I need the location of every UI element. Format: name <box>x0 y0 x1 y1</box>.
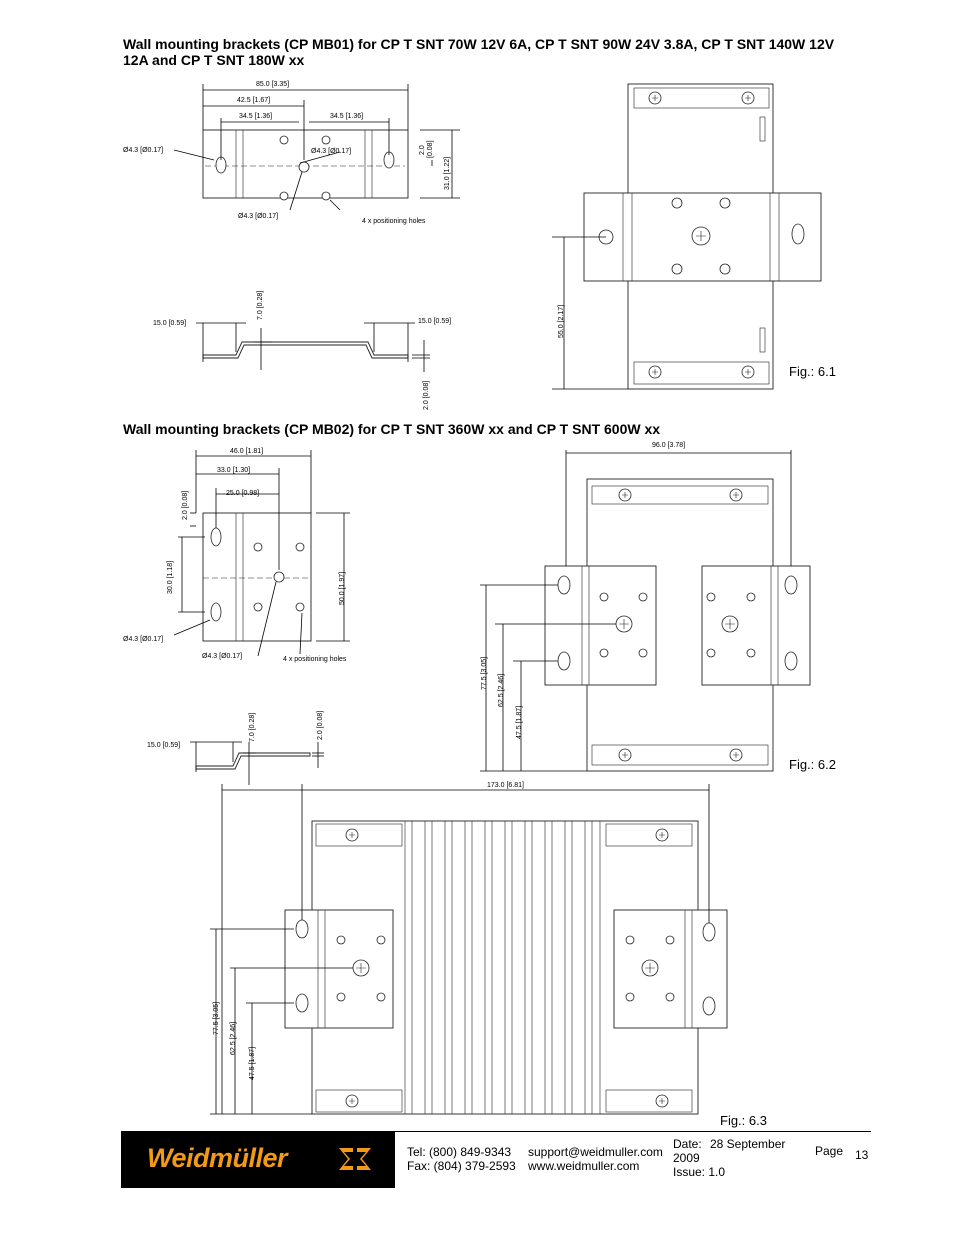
fig61-side-left: 15.0 [0.59] <box>153 320 186 327</box>
section1-title-line1: Wall mounting brackets (CP MB01) for CP … <box>123 36 835 52</box>
fig61-bracket-top-view <box>202 129 409 201</box>
fig62-positioning-holes: 4 x positioning holes <box>283 656 347 663</box>
fig61-dim-overall: 85.0 [3.35] <box>256 81 289 88</box>
fig61-offset: 7.0 [0.28] <box>257 291 264 320</box>
fig62-dim-overall: 46.0 [1.81] <box>230 448 263 455</box>
fig62-bracket-top-view <box>173 450 350 657</box>
fig61-dim-left-inner: 34.5 [1.36] <box>239 113 272 120</box>
fig61-label: Fig.: 6.1 <box>789 364 836 379</box>
fig61-dim-height: 31.0 [1.22] <box>444 157 451 190</box>
fig62-mounted-view <box>480 450 811 772</box>
footer-issue: Issue: 1.0 <box>673 1165 726 1179</box>
fig61-mount-height: 55.0 [2.17] <box>558 305 565 338</box>
fig61-bracket-side-view <box>196 322 430 372</box>
fig62-bracket-side-view <box>190 741 324 785</box>
footer-page-label: Page <box>815 1144 844 1158</box>
fig61-positioning-holes: 4 x positioning holes <box>362 218 426 225</box>
fig61-dim-thick-b: [0.08] <box>427 140 434 158</box>
fig62-offset: 7.0 [0.28] <box>249 713 256 742</box>
fig63-heatsink-fins <box>404 821 601 1114</box>
fig61-side-right: 15.0 [0.59] <box>418 318 451 325</box>
footer-date-value: 28 September <box>710 1137 786 1151</box>
footer-fax: Fax: (804) 379-2593 <box>407 1159 516 1173</box>
fig62-dim-center: 25.0 [0.98] <box>226 490 259 497</box>
fig63-width: 173.0 [6.81] <box>487 782 524 789</box>
fig63-mounted-view <box>210 784 728 1115</box>
fig62-dim-slot-span: 30.0 [1.18] <box>167 561 174 594</box>
footer-divider <box>395 1131 871 1132</box>
fig61-dim-right-inner: 34.5 [1.36] <box>330 113 363 120</box>
fig62-hole-left: Ø4.3 [Ø0.17] <box>123 636 163 643</box>
footer-date-year: 2009 <box>673 1151 700 1165</box>
fig62-label: Fig.: 6.2 <box>789 757 836 772</box>
footer-web[interactable]: www.weidmuller.com <box>528 1159 640 1173</box>
section2-title: Wall mounting brackets (CP MB02) for CP … <box>123 421 661 437</box>
fig62-dim-inner: 33.0 [1.30] <box>217 467 250 474</box>
fig61-hole-left: Ø4.3 [Ø0.17] <box>123 147 163 154</box>
fig61-hole-center: Ø4.3 [Ø0.17] <box>311 148 351 155</box>
logo-mark-icon <box>339 1148 371 1170</box>
fig62-dim-thick: 2.0 [0.08] <box>182 491 189 520</box>
footer-email[interactable]: support@weidmuller.com <box>528 1145 663 1159</box>
fig62-thickness: 2.0 [0.08] <box>317 711 324 740</box>
page-footer: Weidmüller Tel: (800) 849-9343 Fax: (804… <box>121 1131 871 1188</box>
footer-page-number: 13 <box>855 1148 869 1162</box>
logo-wordmark: Weidmüller <box>147 1143 288 1173</box>
fig62-width-top: 96.0 [3.78] <box>652 442 685 449</box>
fig61-dim-half: 42.5 [1.67] <box>237 97 270 104</box>
fig61-top-dimensions <box>173 84 460 211</box>
fig62-h2: 62.5 [2.46] <box>498 674 505 707</box>
footer-tel: Tel: (800) 849-9343 <box>407 1145 512 1159</box>
fig63-h1: 77.5 [3.05] <box>213 1002 220 1035</box>
footer-date-label: Date: <box>673 1137 702 1151</box>
fig62-h3: 47.5 [1.87] <box>516 706 523 739</box>
fig62-dim-height: 50.0 [1.97] <box>339 572 346 605</box>
fig63-h3: 47.5 [1.87] <box>249 1047 256 1080</box>
weidmuller-logo: Weidmüller <box>121 1131 395 1188</box>
fig63-label: Fig.: 6.3 <box>720 1113 767 1128</box>
fig62-side: 15.0 [0.59] <box>147 742 180 749</box>
fig63-h2: 62.5 [2.46] <box>230 1022 237 1055</box>
fig61-mounted-view <box>552 83 822 390</box>
section1-title: Wall mounting brackets (CP MB01) for CP … <box>123 36 834 68</box>
fig62-hole-bottom: Ø4.3 [Ø0.17] <box>202 653 242 660</box>
fig62-h1: 77.5 [3.05] <box>481 657 488 690</box>
section1-title-line2: 12A and CP T SNT 180W xx <box>123 52 305 68</box>
fig61-dim-thick-a: 2.0 <box>419 145 426 155</box>
fig61-hole-bottom: Ø4.3 [Ø0.17] <box>238 213 278 220</box>
fig61-thickness: 2.0 [0.08] <box>423 381 430 410</box>
